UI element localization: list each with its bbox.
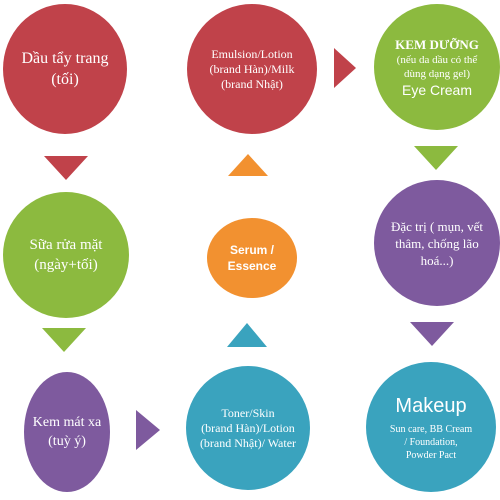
node-massage-line2: (tuỳ ý) xyxy=(48,434,86,449)
node-cream-line3: Eye Cream xyxy=(401,81,473,98)
node-serum: Serum / Essence xyxy=(207,218,297,298)
node-treatment-line1: Đặc trị ( mụn, vết xyxy=(390,218,484,234)
arrow-down-icon xyxy=(414,146,458,170)
node-treatment-line3: hoá...) xyxy=(420,252,454,268)
arrow-up-icon xyxy=(228,154,268,176)
arrow-down-icon xyxy=(44,156,88,180)
node-makeup-remover-line1: Dầu tẩy trang xyxy=(21,50,109,67)
node-makeup: Makeup Sun care, BB Cream / Foundation, … xyxy=(366,362,496,492)
arrow-down-icon xyxy=(410,322,454,346)
node-emulsion-line1: Emulsion/Lotion xyxy=(211,46,293,61)
node-cream-line2: dùng dạng gel) xyxy=(404,67,470,80)
node-serum-line1: Serum / xyxy=(229,243,274,257)
node-serum-line2: Essence xyxy=(227,259,277,273)
node-toner: Toner/Skin (brand Hàn)/Lotion (brand Nhậ… xyxy=(186,366,310,490)
arrow-down-icon xyxy=(42,328,86,352)
node-makeup-remover: Dầu tẩy trang (tối) xyxy=(3,4,127,134)
arrow-right-icon xyxy=(136,410,160,450)
arrow-right-icon xyxy=(334,48,356,88)
node-makeup-remover-line2: (tối) xyxy=(51,71,79,88)
node-makeup-line3: Powder Pact xyxy=(405,449,457,461)
node-massage-line1: Kem mát xa xyxy=(32,415,102,430)
node-cleanser: Sữa rửa mặt (ngày+tối) xyxy=(3,192,129,318)
node-emulsion-line3: (brand Nhật) xyxy=(221,76,283,91)
node-treatment-line2: thâm, chống lão xyxy=(395,235,479,251)
node-makeup-line2: / Foundation, xyxy=(404,436,458,448)
node-cream: KEM DƯỠNG (nếu da dầu có thể dùng dạng g… xyxy=(374,4,500,130)
node-toner-line2: (brand Hàn)/Lotion xyxy=(201,420,295,435)
node-makeup-title: Makeup xyxy=(395,394,467,417)
node-emulsion: Emulsion/Lotion (brand Hàn)/Milk (brand … xyxy=(187,4,317,134)
node-cream-title: KEM DƯỠNG xyxy=(395,36,479,52)
node-cleanser-line2: (ngày+tối) xyxy=(34,257,98,273)
node-emulsion-line2: (brand Hàn)/Milk xyxy=(209,61,295,76)
node-treatment: Đặc trị ( mụn, vết thâm, chống lão hoá..… xyxy=(374,180,500,306)
node-toner-line3: (brand Nhật)/ Water xyxy=(199,435,297,450)
node-toner-line1: Toner/Skin xyxy=(221,405,275,420)
arrow-up-icon xyxy=(227,323,267,347)
node-cleanser-line1: Sữa rửa mặt xyxy=(29,237,103,253)
node-makeup-line1: Sun care, BB Cream xyxy=(389,423,473,435)
node-massage: Kem mát xa (tuỳ ý) xyxy=(24,372,110,492)
node-cream-line1: (nếu da dầu có thể xyxy=(396,53,478,66)
